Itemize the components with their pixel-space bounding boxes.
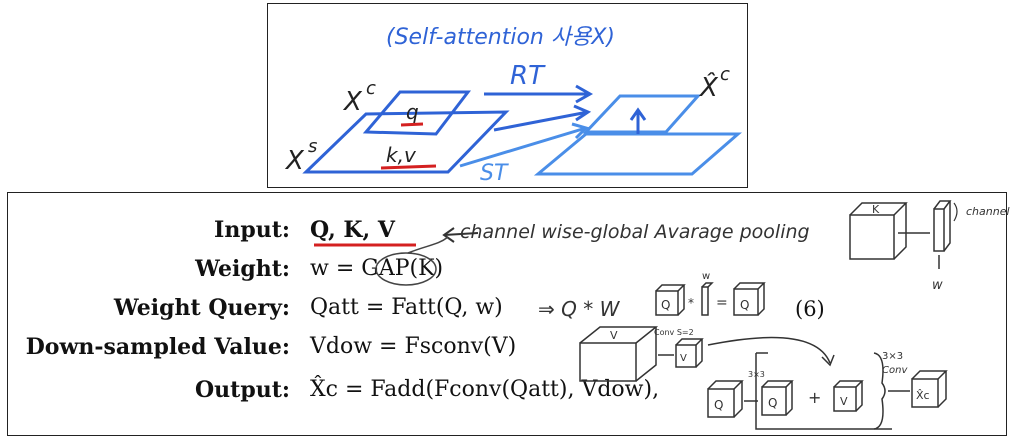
formula-input: Q, K, V [310, 217, 395, 243]
q-underline [400, 122, 424, 127]
sketch-label-xs: X [284, 146, 305, 176]
xs-plane [302, 110, 510, 174]
gap-note-arrow-head [442, 227, 455, 243]
k-cube [849, 202, 908, 260]
q-cube-a [655, 284, 686, 316]
v-curve-arrow [707, 336, 831, 364]
v-cube-large [579, 326, 659, 382]
w-result-label: w [932, 278, 943, 293]
conv-3x3-label-b: 3×3 [882, 351, 903, 362]
q-arrow [493, 110, 589, 132]
sketch-label-xc-sup: c [366, 78, 376, 99]
w-bar-small-label: w [702, 271, 710, 282]
formula-weight-query: Qatt = Fatt(Q, w) [310, 295, 503, 320]
up-arrow-head [629, 107, 647, 121]
v-curve-arrow-head [821, 354, 835, 367]
output-bracket [755, 353, 892, 430]
gap-connector [407, 236, 449, 254]
sketch-label-kv: k,v [386, 143, 417, 167]
label-weight-query: Weight Query: [113, 295, 290, 321]
times-sign: * [688, 296, 694, 310]
st-arrow [459, 126, 587, 168]
gap-note: channel wise-global Avarage pooling [460, 221, 810, 243]
equation-panel: Input: Weight: Weight Query: Down-sample… [7, 192, 1010, 436]
gap-circle [375, 252, 437, 286]
sketch-label-q: q [406, 100, 419, 124]
channel-label: channel [966, 205, 1010, 218]
handwritten-annotations: K channel w Q * w = Q [314, 200, 1010, 430]
channel-brace [953, 202, 958, 222]
xc-plane [362, 90, 472, 136]
output-brace [873, 352, 886, 430]
label-down-sampled-value: Down-sampled Value: [25, 334, 290, 360]
sketch-label-xhat: X̂ [698, 71, 719, 103]
v-cube-large-label: V [610, 329, 618, 342]
channel-bar [933, 200, 952, 252]
q-cube-b-label: Q [740, 298, 749, 312]
sketch-label-st: ST [480, 161, 509, 186]
k-cube-label: K [872, 203, 880, 216]
sketch-label-xs-sup: s [308, 136, 317, 157]
q-cube-conv-label: Q [768, 396, 777, 410]
sketch-label-rt: RT [510, 61, 546, 91]
gap-note-arrow [443, 232, 479, 236]
rt-arrow-head [575, 84, 594, 104]
q-cube-output-label: Q [714, 398, 723, 412]
conv-word: Conv [882, 365, 908, 376]
q-cube-conv [761, 380, 794, 416]
plus-sign: + [808, 388, 821, 407]
equals-sign: = [716, 295, 728, 311]
weight-query-note: ⇒ Q * W [538, 297, 620, 321]
st-arrow-head [571, 122, 589, 140]
q-arrow-head [573, 104, 592, 122]
v-cube-output-label: V [840, 395, 848, 408]
label-weight: Weight: [195, 256, 290, 282]
q-cube-a-label: Q [661, 298, 670, 312]
v-cube-output [833, 380, 864, 412]
v-cube-small [675, 338, 704, 368]
w-bar-small [701, 282, 714, 316]
attention-sketch-panel: (Self-attention 사용X) X c X s q k,v RT ST [267, 3, 748, 188]
label-output: Output: [195, 377, 290, 403]
xhat-cube-label: X̂c [916, 389, 930, 402]
conv-note: Conv S=2 [654, 328, 694, 337]
sketch-caption: (Self-attention 사용X) [386, 25, 615, 50]
sketch-label-xhat-sup: c [720, 64, 730, 85]
q-cube-output [707, 380, 744, 418]
output-plane-lower [533, 132, 743, 176]
xhat-cube [911, 370, 948, 408]
sketch-label-xc: X [342, 87, 363, 117]
v-cube-small-label: V [680, 353, 687, 364]
label-input: Input: [214, 217, 290, 243]
attention-sketch: (Self-attention 사용X) X c X s q k,v RT ST [284, 25, 743, 186]
kv-underline [380, 164, 437, 170]
equation-number: (6) [795, 297, 825, 321]
q-cube-b [733, 282, 766, 316]
formula-down-sampled-value: Vdow = Fsconv(V) [310, 334, 517, 359]
